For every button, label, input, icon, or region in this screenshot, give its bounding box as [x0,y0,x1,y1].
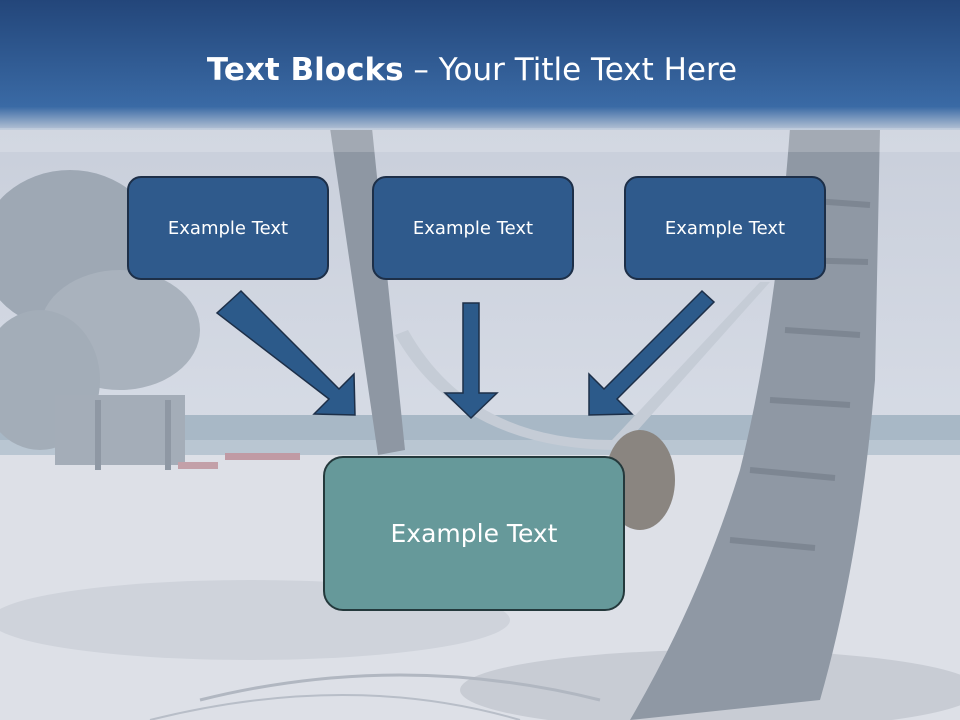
arrow-down-left-icon [588,289,716,416]
text-block-2[interactable]: Example Text [372,176,574,280]
text-block-2-label: Example Text [412,217,534,239]
slide-title: Text Blocks – Your Title Text Here [0,52,944,88]
slide-title-bold: Text Blocks [206,52,404,88]
arrow-down-right-icon [215,289,356,416]
slide-title-rest: – Your Title Text Here [403,52,738,88]
arrow-down-icon [443,302,499,420]
text-block-3-label: Example Text [664,217,786,239]
text-block-3[interactable]: Example Text [624,176,826,280]
text-block-1-label: Example Text [167,217,289,239]
text-block-1[interactable]: Example Text [127,176,329,280]
target-block[interactable]: Example Text [323,456,625,611]
target-block-label: Example Text [390,519,558,548]
